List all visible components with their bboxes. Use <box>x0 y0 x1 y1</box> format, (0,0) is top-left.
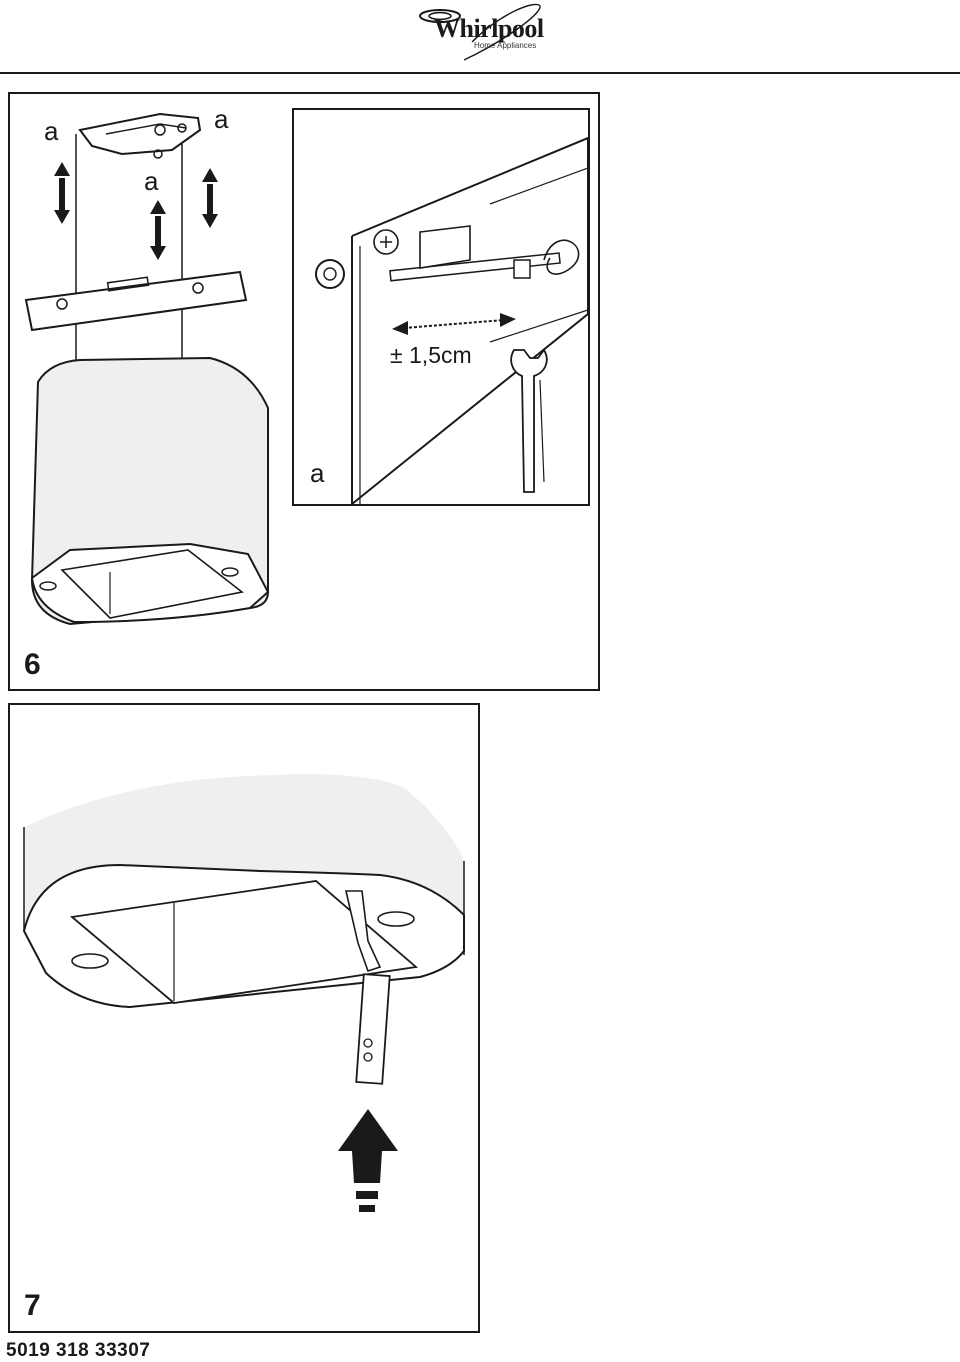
figure-7-panel: 7 <box>8 703 480 1333</box>
figure-6-inset: ± 1,5cm a <box>292 108 590 506</box>
brand-subtitle: Home Appliances <box>474 41 537 50</box>
inset-illustration <box>315 136 588 504</box>
measurement-label: ± 1,5cm <box>390 342 472 368</box>
label-a-right: a <box>214 104 229 134</box>
figure-7-illustration <box>22 774 465 1212</box>
figure-6-illustration <box>24 112 270 626</box>
adjust-arrow-center <box>150 200 166 260</box>
figure-6-panel: a a a ± <box>8 92 600 691</box>
brand-name: Whirlpool <box>434 14 544 43</box>
whirlpool-logo: Whirlpool Home Appliances <box>412 2 552 64</box>
figure-7-number: 7 <box>24 1289 41 1322</box>
label-a-left: a <box>44 116 59 146</box>
figure-6-number: 6 <box>24 648 41 681</box>
header-rule <box>0 72 960 74</box>
logo-swirl-icon <box>419 3 541 61</box>
inset-label-a: a <box>310 458 325 488</box>
document-code: 5019 318 33307 <box>6 1340 151 1361</box>
adjust-arrow-left <box>54 162 70 224</box>
label-a-center: a <box>144 166 159 196</box>
adjust-arrow-right <box>202 168 218 228</box>
push-up-arrow <box>338 1109 398 1212</box>
